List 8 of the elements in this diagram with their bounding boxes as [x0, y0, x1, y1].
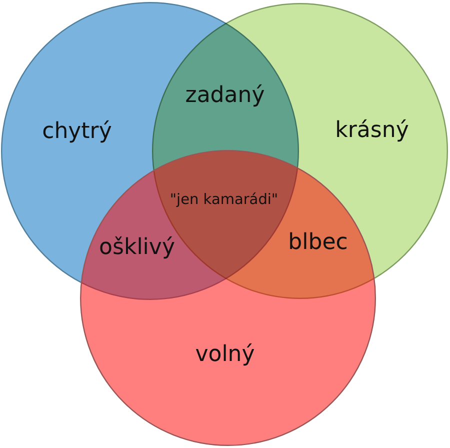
region-label: zadaný [185, 84, 265, 108]
circle-label: krásný [335, 118, 409, 144]
region-label: ošklivý [99, 236, 175, 260]
region-label: blbec [288, 230, 348, 256]
venn-circle [80, 150, 376, 446]
circle-label: volný [195, 342, 255, 368]
region-label: "jen kamarádi" [170, 193, 278, 209]
circle-label: chytrý [42, 120, 112, 144]
